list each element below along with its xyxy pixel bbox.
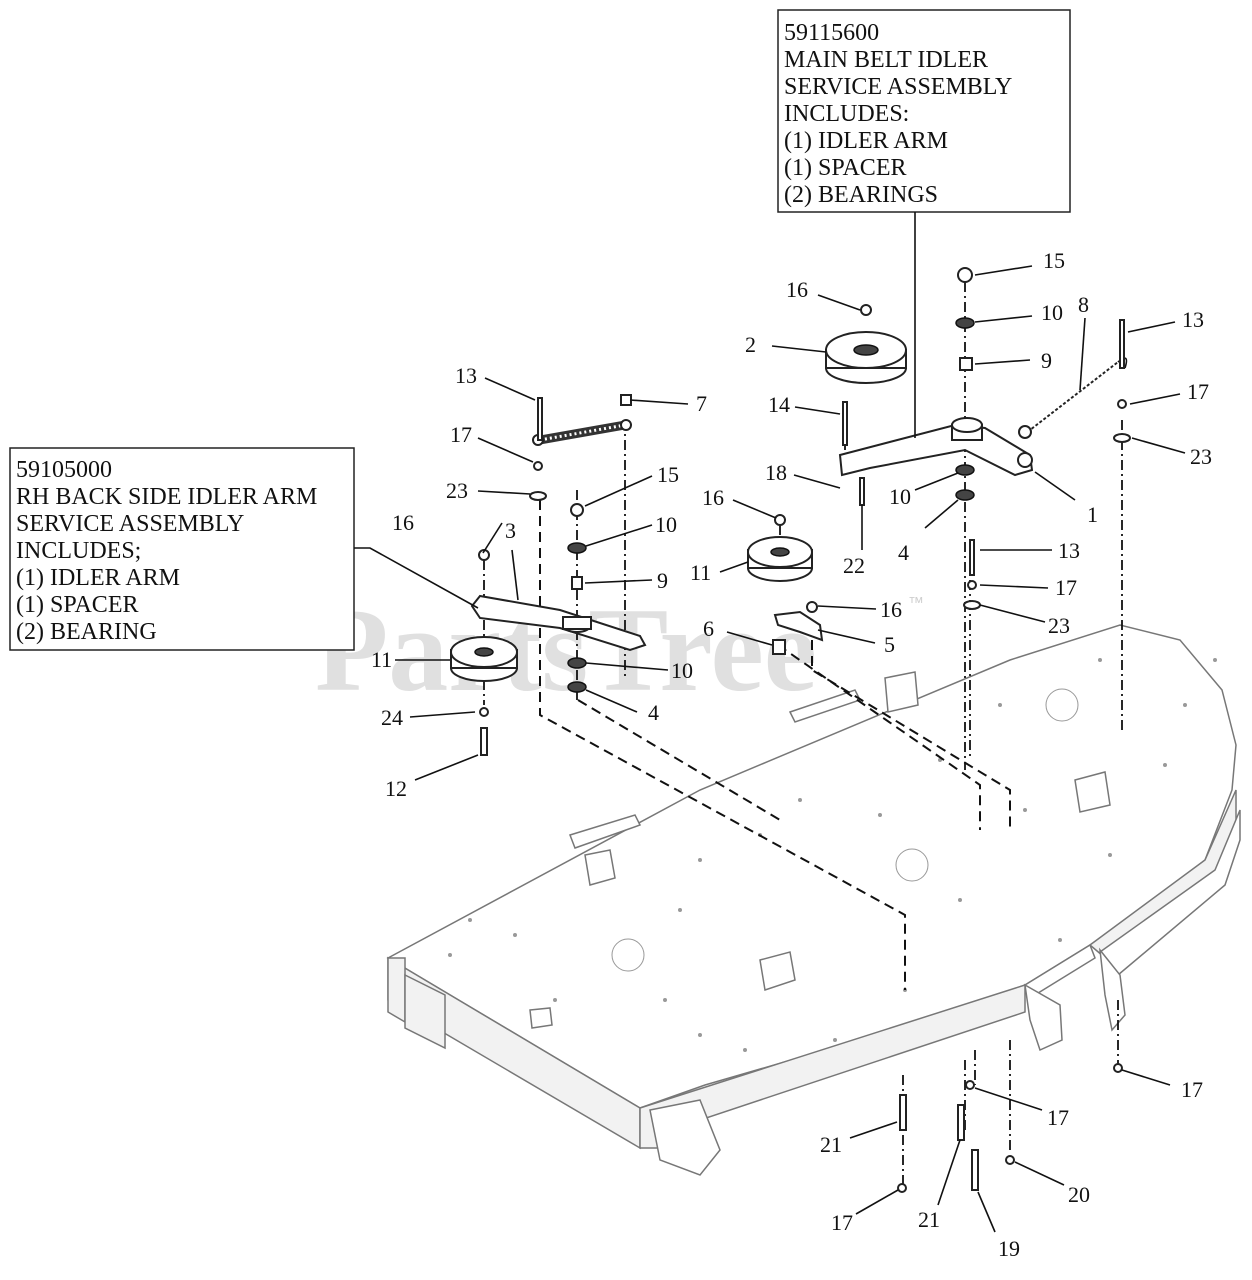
watermark: PartsTree — [315, 583, 817, 716]
callout: 9 — [1041, 348, 1052, 373]
callout: 11 — [371, 647, 392, 672]
callout: 18 — [765, 460, 787, 485]
callout: 17 — [1055, 575, 1077, 600]
service-line: (1) SPACER — [16, 592, 138, 618]
service-box-rh-idler: 59105000 RH BACK SIDE IDLER ARM SERVICE … — [9, 447, 479, 651]
service-line: RH BACK SIDE IDLER ARM — [16, 484, 317, 510]
callout: 4 — [898, 540, 909, 565]
service-line: SERVICE ASSEMBLY — [784, 74, 1012, 100]
callout: 15 — [1043, 248, 1065, 273]
callout: 22 — [843, 553, 865, 578]
callout: 15 — [657, 462, 679, 487]
service-box-main-idler: 59115600 MAIN BELT IDLER SERVICE ASSEMBL… — [777, 9, 1071, 438]
callout: 12 — [385, 776, 407, 801]
callout: 17 — [450, 422, 472, 447]
callout: 20 — [1068, 1182, 1090, 1207]
bracket — [773, 610, 824, 642]
rh-idler-arm — [470, 594, 647, 652]
callout: 10 — [1041, 300, 1063, 325]
front-bracket-left — [649, 1099, 721, 1176]
service-line: (2) BEARING — [16, 619, 157, 645]
assembly-lines — [483, 282, 1123, 1185]
spindle-hole — [895, 848, 929, 882]
callout: 1 — [1087, 502, 1098, 527]
callout: 21 — [820, 1132, 842, 1157]
spindle-hole — [1045, 688, 1079, 722]
callout: 17 — [831, 1210, 853, 1235]
callout: 16 — [880, 597, 902, 622]
callout: 19 — [998, 1236, 1020, 1261]
service-line: MAIN BELT IDLER — [784, 47, 988, 73]
left-pulley — [450, 636, 518, 682]
extension-spring — [1018, 357, 1128, 439]
deck-left-skirt — [387, 957, 406, 1024]
callout: 5 — [884, 632, 895, 657]
service-line: (1) IDLER ARM — [16, 565, 180, 591]
callout: 13 — [1058, 538, 1080, 563]
service-part-number: 59115600 — [784, 20, 879, 46]
callout: 16 — [702, 485, 724, 510]
watermark-trademark: ™ — [908, 595, 924, 612]
service-line: (1) IDLER ARM — [784, 128, 948, 154]
callout: 23 — [1048, 613, 1070, 638]
rh-spring — [532, 419, 632, 446]
callout: 14 — [768, 392, 790, 417]
service-part-number: 59105000 — [16, 457, 112, 483]
callout: 24 — [381, 705, 403, 730]
deck-skirt-block — [404, 973, 446, 1050]
service-line: INCLUDES: — [784, 101, 909, 127]
deck-tab — [1074, 771, 1111, 813]
callout: 16 — [786, 277, 808, 302]
service-line: (1) SPACER — [784, 155, 906, 181]
front-bracket-right — [1024, 983, 1063, 1052]
deck-tab — [884, 671, 919, 713]
callout: 13 — [455, 363, 477, 388]
callout: 17 — [1181, 1077, 1203, 1102]
service-line: SERVICE ASSEMBLY — [16, 511, 244, 537]
callout: 17 — [1187, 379, 1209, 404]
callout: 8 — [1078, 292, 1089, 317]
callout: 2 — [745, 332, 756, 357]
callout: 23 — [1190, 444, 1212, 469]
callout: 16 — [392, 510, 414, 535]
callout: 10 — [889, 484, 911, 509]
callout: 21 — [918, 1207, 940, 1232]
callout: 4 — [648, 700, 659, 725]
center-pulley — [747, 536, 813, 582]
callout: 9 — [657, 568, 668, 593]
mower-deck — [386, 624, 1241, 1176]
deck-tab — [584, 849, 616, 886]
deck-tab — [569, 814, 642, 849]
callout: 7 — [696, 391, 707, 416]
callout: 13 — [1182, 307, 1204, 332]
service-line: (2) BEARINGS — [784, 182, 938, 208]
callout: 17 — [1047, 1105, 1069, 1130]
deck-tab — [759, 951, 796, 991]
callout: 10 — [655, 512, 677, 537]
spindle-hole — [611, 938, 645, 972]
service-line: INCLUDES; — [16, 538, 141, 564]
callout-leaders — [395, 265, 1186, 1233]
callout: 10 — [671, 658, 693, 683]
main-idler-pulley — [825, 331, 907, 384]
callout: 3 — [505, 518, 516, 543]
callout: 11 — [690, 560, 711, 585]
deck-tab — [529, 1007, 553, 1029]
callout: 23 — [446, 478, 468, 503]
main-idler-arm — [838, 417, 1034, 477]
callout-labels: 15 16 10 8 13 2 9 14 17 23 18 10 1 22 4 … — [371, 248, 1212, 1261]
callout: 6 — [703, 616, 714, 641]
spacer — [772, 639, 786, 655]
